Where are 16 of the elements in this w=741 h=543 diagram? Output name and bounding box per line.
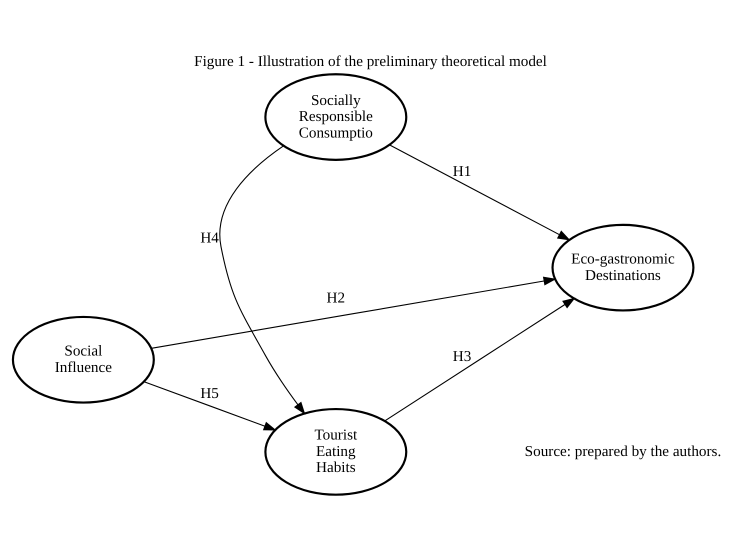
arrow xyxy=(384,297,576,421)
edge-label: H4 xyxy=(200,228,219,246)
node-ellipse: Social Influence xyxy=(12,315,155,404)
arrow xyxy=(151,276,557,348)
node-ellipse: Socially Responsible Consumptio xyxy=(264,72,408,160)
diagram-title: Figure 1 - Illustration of the preliminary theoretical model xyxy=(194,52,547,70)
edge-label: H1 xyxy=(452,162,472,180)
caption: Source: prepared by the authors. xyxy=(524,442,722,460)
node-ellipse: Eco-gastronomic Destinations xyxy=(551,223,694,312)
arrow xyxy=(219,144,306,414)
arrow xyxy=(389,144,571,240)
edge-label: H2 xyxy=(326,289,346,306)
edge-label: H3 xyxy=(452,348,472,365)
arrow xyxy=(144,380,277,430)
edge-label: H5 xyxy=(200,384,219,402)
node-ellipse: Tourist Eating Habits xyxy=(264,407,408,496)
